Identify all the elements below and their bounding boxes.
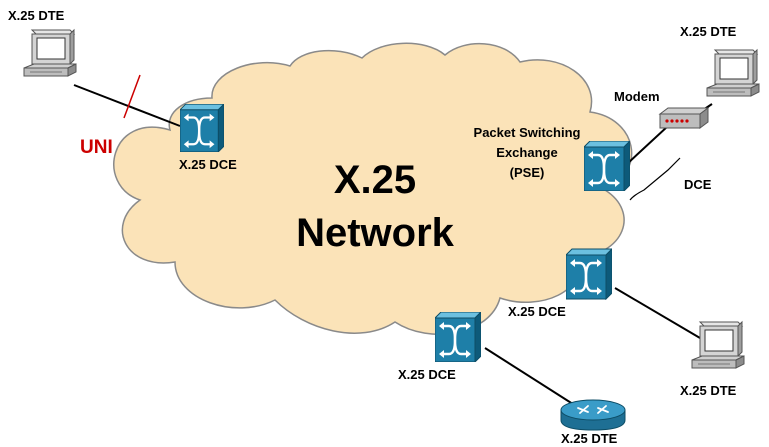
link-pse-to-modem bbox=[627, 125, 669, 164]
network-title-line1: X.25 bbox=[334, 158, 416, 202]
network-title-line2: Network bbox=[296, 211, 455, 255]
x25-network-cloud bbox=[113, 42, 633, 335]
label-pse-line1: Packet Switching bbox=[474, 125, 581, 140]
label-dce-bottom: X.25 DCE bbox=[398, 367, 456, 382]
switch-icon-dce-bottom bbox=[435, 312, 481, 362]
link-dce-to-dte-bottom-right bbox=[614, 287, 701, 339]
computer-icon-dte-top-left bbox=[23, 29, 77, 77]
dce-bracket bbox=[629, 157, 681, 201]
label-dte-top-right: X.25 DTE bbox=[680, 24, 737, 39]
link-dce-to-router bbox=[484, 347, 577, 407]
modem-icon bbox=[658, 107, 710, 129]
label-pse-line2: Exchange bbox=[496, 145, 557, 160]
router-icon bbox=[560, 399, 626, 431]
label-dce-left: X.25 DCE bbox=[179, 157, 237, 172]
switch-icon-pse bbox=[584, 141, 630, 191]
switch-icon-dce-left bbox=[180, 104, 224, 152]
label-pse-line3: (PSE) bbox=[510, 165, 545, 180]
link-dte-topleft-to-dce bbox=[73, 84, 181, 127]
label-dte-bottom-right: X.25 DTE bbox=[680, 383, 737, 398]
label-dte-bottom-center: X.25 DTE bbox=[561, 431, 618, 446]
label-dce-right: X.25 DCE bbox=[508, 304, 566, 319]
label-modem: Modem bbox=[614, 89, 660, 104]
uni-marker-slash bbox=[123, 74, 141, 119]
computer-icon-dte-top-right bbox=[706, 49, 760, 97]
computer-icon-dte-bottom-right bbox=[691, 321, 745, 369]
switch-icon-dce-right bbox=[566, 248, 612, 300]
uni-label: UNI bbox=[80, 137, 113, 158]
label-dce-bracket: DCE bbox=[684, 177, 712, 192]
label-dte-top-left: X.25 DTE bbox=[8, 8, 65, 23]
